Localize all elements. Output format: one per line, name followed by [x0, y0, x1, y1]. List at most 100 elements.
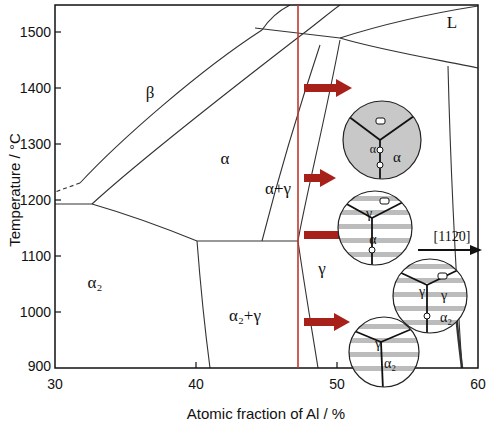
particle	[377, 162, 383, 168]
phase-label: γ	[441, 289, 447, 303]
microstructure-circle: αα	[342, 100, 422, 180]
phase-boundary	[55, 183, 80, 192]
phase-boundary	[300, 5, 340, 36]
phase-label: γ	[375, 337, 381, 351]
lamella	[330, 252, 420, 257]
phase-label: α₂+γ	[229, 307, 261, 324]
phase-label: α	[221, 150, 230, 167]
particle	[377, 147, 383, 153]
axis-ticks	[55, 32, 337, 368]
phase-label: α	[393, 150, 401, 165]
direction-label: [112̄0]	[434, 230, 471, 244]
circle-outline	[338, 191, 412, 265]
arrow	[304, 169, 336, 187]
microstructure-2	[330, 191, 420, 268]
particle	[376, 118, 385, 124]
composition-line	[297, 5, 299, 368]
tick	[55, 87, 61, 88]
tick	[55, 311, 61, 312]
grain-boundary	[426, 285, 428, 336]
arrow-shaft	[418, 249, 474, 251]
grain-fill	[343, 101, 421, 179]
phase-boundary	[92, 36, 300, 204]
particle	[424, 313, 430, 319]
particle	[369, 247, 375, 253]
arrow	[304, 79, 352, 97]
tick	[55, 143, 61, 144]
grain-boundary	[348, 116, 380, 140]
lamella	[385, 306, 475, 311]
tick-label: 900	[28, 359, 51, 373]
lamella	[330, 196, 420, 201]
lamella	[385, 292, 475, 297]
tick-label: 1500	[20, 25, 51, 39]
grain-boundary	[427, 269, 460, 285]
tick	[195, 362, 196, 368]
tick-label: 60	[470, 377, 486, 391]
microstructure-circle: γα₂	[348, 316, 420, 388]
phase-boundary	[55, 203, 92, 204]
axis-title: Temperature / °C	[7, 133, 22, 247]
arrow-head	[470, 245, 482, 255]
particle	[438, 273, 447, 279]
phase-boundaries	[55, 5, 478, 368]
circle-outline	[343, 101, 421, 179]
particle	[380, 198, 389, 204]
circle-outline	[348, 316, 420, 388]
microstructure-circle: γα	[337, 190, 413, 266]
phase-boundary	[298, 241, 318, 368]
tick-label: 50	[329, 377, 345, 391]
phase-label: L	[447, 14, 457, 31]
phase-boundary	[262, 45, 320, 241]
tick-label: 1000	[20, 305, 51, 319]
tick-label: 1100	[21, 249, 51, 263]
lamella	[330, 224, 420, 229]
circle-outline	[337, 190, 413, 266]
phase-label: α₂	[440, 311, 452, 325]
arrow	[304, 313, 350, 331]
circle-outline	[349, 317, 419, 387]
circle-outline	[342, 100, 422, 180]
microstructure-4	[345, 317, 425, 390]
lamella	[330, 210, 420, 215]
grain-boundary	[381, 342, 383, 390]
tick-label: 30	[47, 377, 63, 391]
phase-label: α₂	[88, 274, 103, 291]
phase-boundary	[298, 40, 340, 241]
phase-label: γ	[419, 285, 425, 299]
phase-label: α+γ	[265, 180, 291, 197]
phase-label: α	[370, 143, 376, 155]
tick	[55, 31, 61, 32]
tick	[336, 362, 337, 368]
phase-boundary	[92, 204, 197, 241]
lamella	[385, 278, 475, 283]
tick-label: 1400	[20, 81, 51, 95]
grain-boundary	[379, 140, 381, 182]
grain-boundary	[381, 328, 414, 342]
tick	[55, 199, 61, 200]
phase-label: α	[369, 233, 376, 247]
solidus-line	[340, 38, 478, 68]
tick-label: 1200	[20, 193, 51, 207]
phase-label: α₂	[384, 357, 396, 371]
tick-label: 40	[188, 377, 204, 391]
axis-title: Atomic fraction of Al / %	[187, 406, 345, 421]
plot-frame	[55, 5, 478, 368]
phase-boundary	[80, 30, 262, 183]
phase-boundary	[197, 241, 210, 368]
phase-label: β	[146, 84, 155, 101]
lamella	[385, 264, 475, 269]
eutectoid-line	[197, 240, 298, 241]
tick	[55, 255, 61, 256]
phase-label: γ	[318, 260, 326, 277]
circle-outline	[393, 259, 467, 333]
liquidus-line	[340, 6, 478, 38]
direction-arrow	[418, 245, 482, 255]
phase-label: γ	[366, 207, 372, 221]
microstructure-1	[343, 101, 421, 182]
tick-label: 1300	[20, 137, 51, 151]
phase-boundary	[262, 5, 290, 30]
